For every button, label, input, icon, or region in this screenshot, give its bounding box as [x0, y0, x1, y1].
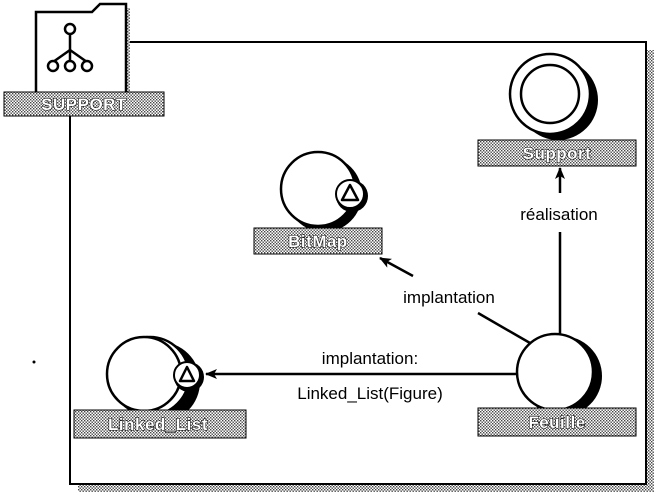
exclamation-triangle-icon: [173, 361, 204, 392]
class-support: Support: [477, 52, 637, 167]
class-linked-list-label: Linked_List: [108, 415, 208, 434]
class-bitmap: BitMap: [253, 150, 383, 255]
exclamation-triangle-icon: [335, 179, 368, 212]
class-feuille-label: Feuille: [528, 413, 585, 432]
class-support-label: Support: [523, 144, 592, 163]
relation-implantation-list-label-2: Linked_List(Figure): [297, 384, 443, 403]
class-support-label-bg: [477, 139, 637, 167]
relation-implantation-list-label-1: implantation:: [322, 349, 418, 368]
class-bitmap-label: BitMap: [288, 232, 348, 251]
class-feuille-label-bg: [477, 407, 637, 437]
class-feuille: Feuille: [477, 332, 637, 437]
relation-implantation-list: implantation: Linked_List(Figure): [205, 349, 517, 403]
class-hierarchy-icon: [46, 22, 94, 73]
package-icon: [34, 2, 130, 100]
package-label-bg: [3, 91, 165, 117]
relation-implantation-bitmap-label: implantation: [403, 288, 495, 307]
relation-realisation: réalisation: [520, 167, 598, 334]
relation-realisation-label: réalisation: [520, 205, 598, 224]
class-bitmap-label-bg: [253, 227, 383, 255]
stray-dot: [32, 360, 36, 364]
class-linked-list: Linked_List: [73, 335, 247, 439]
relation-implantation-bitmap: implantation: [379, 256, 531, 345]
class-linked-list-label-bg: [73, 409, 247, 439]
package-label: SUPPORT: [41, 95, 127, 114]
